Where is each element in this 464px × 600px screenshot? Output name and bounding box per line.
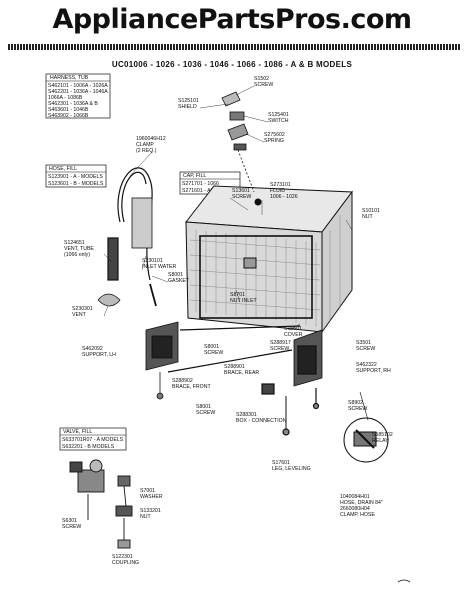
label-fluid: FLUID xyxy=(270,188,285,194)
label-nut: NUT xyxy=(362,214,373,220)
label-nut-inlet: S8701 xyxy=(230,292,245,298)
diagram-title: UC01006 - 1026 - 1036 - 1046 - 1066 - 10… xyxy=(111,60,353,69)
label-vent: VENT xyxy=(72,312,87,318)
label-shield: S125101 xyxy=(178,98,199,104)
valve-row: S633701R07 - A MODELS xyxy=(62,437,124,443)
label-spring: S275602 xyxy=(264,132,285,138)
label-cover: COVER xyxy=(284,332,303,338)
label-fluid: 1006 - 1026 xyxy=(270,194,298,200)
label-hose-drain: HOSE, DRAIN 84" xyxy=(340,500,383,506)
label-brace-rear: S288901 xyxy=(224,364,245,370)
leader-lines xyxy=(103,85,353,331)
label-hose-drain: 2660080H04 xyxy=(340,506,370,512)
label-washer: WASHER xyxy=(140,494,163,500)
label-gasket: S8001 xyxy=(168,272,183,278)
label-hose-drain: 1040084H01 xyxy=(340,494,370,500)
label-hose-drain: CLAMP, HOSE xyxy=(340,512,375,518)
label-screw-top: SCREW xyxy=(254,82,273,88)
label-coupling: COUPLING xyxy=(112,560,139,566)
label-screw-mid: S13601 xyxy=(232,188,250,194)
label-screw-a: S8001 xyxy=(204,344,219,350)
label-screw-top: S1502 xyxy=(254,76,269,82)
cap-heading: CAP, FILL xyxy=(183,173,206,179)
label-screw-c: S8902 xyxy=(348,400,363,406)
label-clamp: CLAMP xyxy=(136,142,154,148)
label-vent: S230301 xyxy=(72,306,93,312)
label-washer: S7001 xyxy=(140,488,155,494)
label-brace-front: S288902 xyxy=(172,378,193,384)
hose-row: S123901 - A - MODELS xyxy=(48,174,103,180)
label-leg-leveling: S17601 xyxy=(272,460,290,466)
label-nut-inlet: NUT INLET xyxy=(230,298,258,304)
label-support-rh: SUPPORT, RH xyxy=(356,368,391,374)
corner-mark xyxy=(397,579,411,583)
valve-row: S632201 - B MODELS xyxy=(62,444,115,450)
hose-row: S123601 - B - MODELS xyxy=(48,181,104,187)
label-brace-front: BRACE, FRONT xyxy=(172,384,211,390)
label-screw-c: SCREW xyxy=(348,406,367,412)
harness-row: S462101 - 1006A - 1026A xyxy=(48,83,108,89)
label-shield: SHIELD xyxy=(178,104,197,110)
label-support-lh: SUPPORT, LH xyxy=(82,352,116,358)
harness-box: HARNESS, TUB S462101 - 1006A - 1026A S46… xyxy=(45,73,111,119)
label-screw-b: SCREW xyxy=(196,410,215,416)
label-clamp: (2 REQ.) xyxy=(136,148,157,154)
label-screw-mid: SCREW xyxy=(232,194,251,200)
label-switch: SWITCH xyxy=(268,118,289,124)
label-screw-d: S6301 xyxy=(62,518,77,524)
label-support-lh: S462092 xyxy=(82,346,103,352)
label-screw-b: S8001 xyxy=(196,404,211,410)
harness-row: S462301 - 1036A & B xyxy=(48,101,98,107)
harness-row: S463601 - 1046B xyxy=(48,107,89,113)
label-inlet-water: INLET WATER xyxy=(142,264,176,270)
cap-row: S271701 - 1066 xyxy=(182,181,219,187)
label-clamp: 1960046H12 xyxy=(136,136,166,142)
label-leg-leveling: LEG, LEVELING xyxy=(272,466,311,472)
label-s288917: SCREW xyxy=(270,346,289,352)
label-screw-a: SCREW xyxy=(204,350,223,356)
site-watermark: AppliancePartsPros.com xyxy=(52,4,412,35)
hose-heading: HOSE, FILL xyxy=(49,166,77,172)
label-screw-d: SCREW xyxy=(62,524,81,530)
label-nut-b: S133201 xyxy=(140,508,161,514)
label-s3501: SCREW xyxy=(356,346,375,352)
harness-row: S463902 - 1066B xyxy=(48,113,89,119)
support-lh xyxy=(145,321,179,400)
label-nut: S10101 xyxy=(362,208,380,214)
tub-illustration xyxy=(185,185,353,334)
label-gasket: GASKET xyxy=(168,278,190,284)
valve-heading: VALVE, FILL xyxy=(63,429,92,435)
label-coupling: S122301 xyxy=(112,554,133,560)
harness-heading: HARNESS, TUB xyxy=(50,75,89,81)
valve-assembly xyxy=(69,459,133,549)
label-s3501: S3501 xyxy=(356,340,371,346)
relay-detail xyxy=(343,391,389,463)
label-s288917: S288917 xyxy=(270,340,291,346)
label-relay: RELAY xyxy=(372,438,389,444)
fill-hose xyxy=(97,167,157,307)
label-box-connection: BOX - CONNECTION xyxy=(236,418,287,424)
label-switch: S125401 xyxy=(268,112,289,118)
valve-box: VALVE, FILL S633701R07 - A MODELS S63220… xyxy=(59,427,127,451)
label-relay: S585102 xyxy=(372,432,393,438)
label-nut-b: NUT xyxy=(140,514,151,520)
label-vent-tube: (1066 only) xyxy=(64,252,90,258)
label-spring: SPRING xyxy=(264,138,284,144)
label-cover: S15601 xyxy=(284,326,302,332)
label-vent-tube: S124651 xyxy=(64,240,85,246)
label-fluid: S273101 xyxy=(270,182,291,188)
label-inlet-water: S230101 xyxy=(142,258,163,264)
hose-box: HOSE, FILL S123901 - A - MODELS S123601 … xyxy=(45,164,107,188)
harness-row: 1066A - 1086B xyxy=(48,95,83,101)
label-brace-rear: BRACE, REAR xyxy=(224,370,259,376)
label-vent-tube: VENT, TUBE xyxy=(64,246,94,252)
braces xyxy=(167,325,323,436)
label-box-connection: S288301 xyxy=(236,412,257,418)
divider xyxy=(8,44,460,50)
label-support-rh: S462322 xyxy=(356,362,377,368)
switch-parts xyxy=(221,91,255,193)
part-labels: S1502 SCREW S125101 SHIELD S125401 SWITC… xyxy=(62,76,393,566)
harness-row: S462201 - 1036A - 1046A xyxy=(48,89,108,95)
